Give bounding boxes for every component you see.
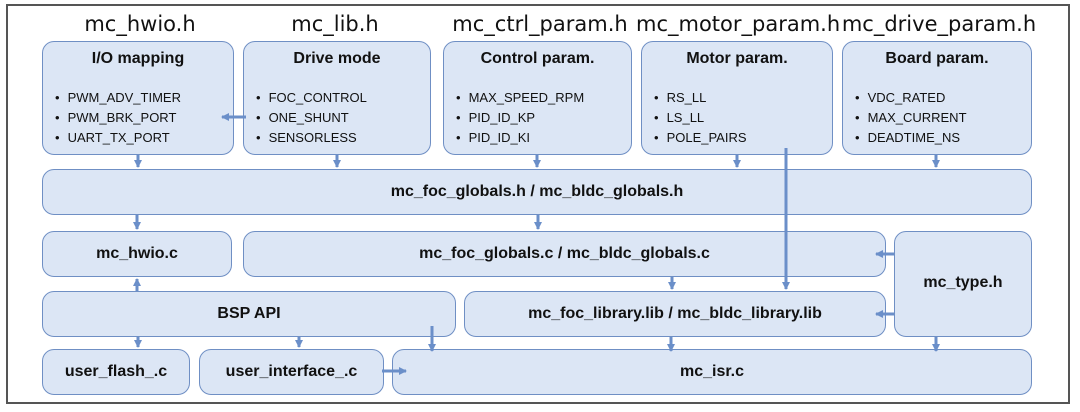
hwio-c-box: mc_hwio.c (42, 231, 232, 277)
list-item: PWM_ADV_TIMER (55, 88, 181, 108)
board-param-box: Board param. VDC_RATED MAX_CURRENT DEADT… (842, 41, 1032, 155)
list-item: PWM_BRK_PORT (55, 108, 181, 128)
io-mapping-list: PWM_ADV_TIMER PWM_BRK_PORT UART_TX_PORT (55, 88, 181, 148)
diagram-frame (6, 4, 1070, 404)
type-h-box: mc_type.h (894, 231, 1032, 337)
library-box: mc_foc_library.lib / mc_bldc_library.lib (464, 291, 886, 337)
user-flash-label: user_flash_.c (64, 363, 168, 380)
control-param-title: Control param. (480, 50, 595, 67)
drive-mode-box: Drive mode FOC_CONTROL ONE_SHUNT SENSORL… (243, 41, 431, 155)
list-item: RS_LL (654, 88, 747, 108)
io-mapping-box: I/O mapping PWM_ADV_TIMER PWM_BRK_PORT U… (42, 41, 234, 155)
motor-param-list: RS_LL LS_LL POLE_PAIRS (654, 88, 747, 148)
motor-param-title: Motor param. (686, 50, 788, 67)
type-h-label: mc_type.h (923, 274, 1003, 291)
bsp-api-box: BSP API (42, 291, 456, 337)
motor-param-box: Motor param. RS_LL LS_LL POLE_PAIRS (641, 41, 833, 155)
list-item: PID_ID_KI (456, 128, 584, 148)
list-item: DEADTIME_NS (855, 128, 967, 148)
user-interface-label: user_interface_.c (225, 363, 358, 380)
isr-label: mc_isr.c (679, 363, 745, 380)
header-mc-motor-param: mc_motor_param.h (636, 12, 841, 36)
user-flash-box: user_flash_.c (42, 349, 190, 395)
hwio-c-label: mc_hwio.c (96, 245, 178, 262)
globals-h-label: mc_foc_globals.h / mc_bldc_globals.h (390, 183, 684, 200)
list-item: VDC_RATED (855, 88, 967, 108)
list-item: POLE_PAIRS (654, 128, 747, 148)
list-item: SENSORLESS (256, 128, 367, 148)
library-label: mc_foc_library.lib / mc_bldc_library.lib (528, 305, 822, 322)
globals-h-box: mc_foc_globals.h / mc_bldc_globals.h (42, 169, 1032, 215)
control-param-list: MAX_SPEED_RPM PID_ID_KP PID_ID_KI (456, 88, 585, 148)
header-mc-lib: mc_lib.h (291, 12, 379, 36)
list-item: MAX_CURRENT (855, 108, 967, 128)
list-item: PID_ID_KP (456, 108, 584, 128)
drive-mode-list: FOC_CONTROL ONE_SHUNT SENSORLESS (256, 88, 367, 148)
bsp-api-label: BSP API (217, 305, 281, 322)
board-param-list: VDC_RATED MAX_CURRENT DEADTIME_NS (855, 88, 967, 148)
control-param-box: Control param. MAX_SPEED_RPM PID_ID_KP P… (443, 41, 632, 155)
globals-c-box: mc_foc_globals.c / mc_bldc_globals.c (243, 231, 886, 277)
io-mapping-title: I/O mapping (91, 50, 185, 67)
user-interface-box: user_interface_.c (199, 349, 384, 395)
globals-c-label: mc_foc_globals.c / mc_bldc_globals.c (419, 245, 710, 262)
drive-mode-title: Drive mode (293, 50, 381, 67)
list-item: UART_TX_PORT (55, 128, 181, 148)
list-item: FOC_CONTROL (256, 88, 367, 108)
list-item: ONE_SHUNT (256, 108, 367, 128)
board-param-title: Board param. (885, 50, 989, 67)
list-item: MAX_SPEED_RPM (456, 88, 585, 108)
isr-box: mc_isr.c (392, 349, 1032, 395)
header-mc-ctrl-param: mc_ctrl_param.h (452, 12, 628, 36)
list-item: LS_LL (654, 108, 747, 128)
header-mc-hwio: mc_hwio.h (84, 12, 196, 36)
header-mc-drive-param: mc_drive_param.h (841, 12, 1037, 36)
